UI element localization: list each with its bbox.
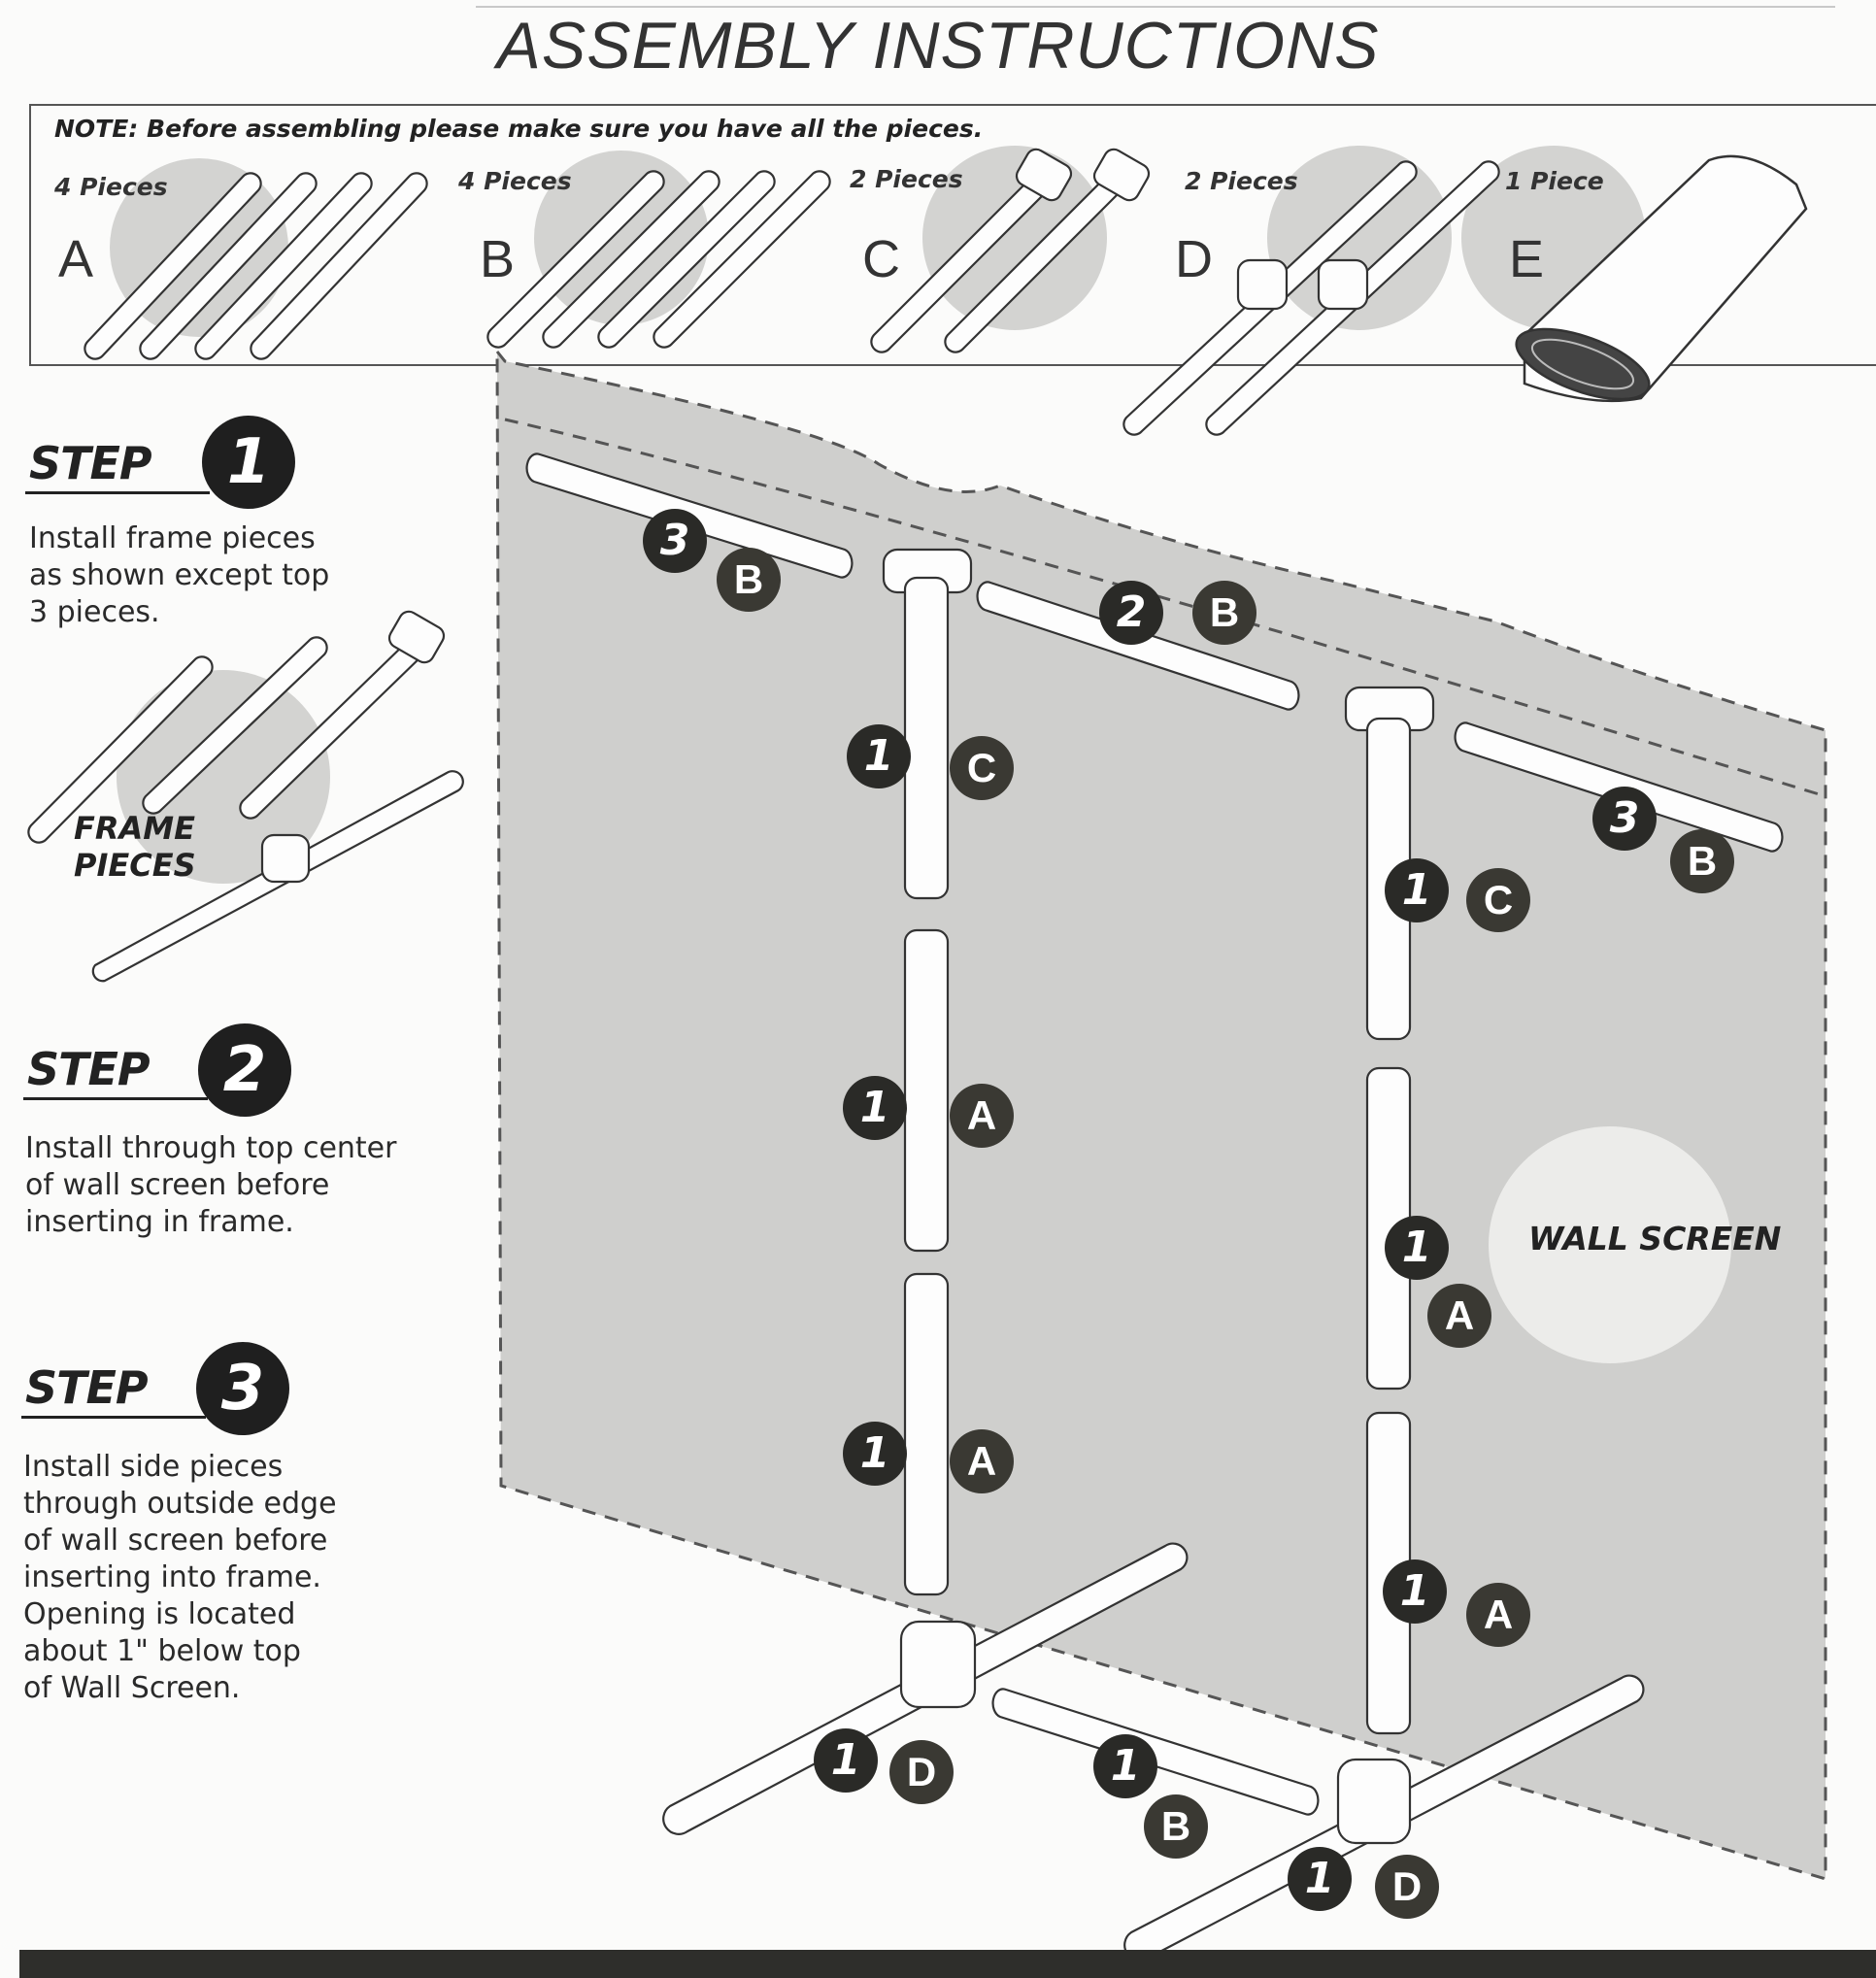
piece-letter-b: B — [480, 230, 516, 288]
piece-letter-e: E — [1509, 230, 1545, 288]
callout-part-badge: C — [1466, 868, 1530, 932]
piece-count-a: 4 Pieces — [54, 173, 168, 201]
callout-part-badge: A — [1466, 1583, 1530, 1647]
part-a-tubes — [84, 172, 428, 360]
callout-part-badge: A — [1427, 1284, 1491, 1348]
piece-count-d: 2 Pieces — [1185, 167, 1298, 195]
frame-left-column — [662, 548, 1189, 1835]
part-e-rolled-screen — [1515, 154, 1808, 403]
callout-step-badge: 1 — [1383, 1559, 1447, 1624]
callout-part-badge: A — [950, 1084, 1014, 1148]
wall-screen-label: WALL SCREEN — [1528, 1220, 1782, 1257]
bottom-bar — [19, 1950, 1876, 1978]
part-b-tubes — [486, 170, 831, 349]
step-2-heading: STEP — [27, 1043, 151, 1095]
callout-part-badge: B — [717, 548, 781, 612]
step-2-number: 2 — [198, 1023, 291, 1117]
piece-letter-c: C — [862, 230, 900, 288]
step-3-text: Install side pieces through outside edge… — [23, 1450, 337, 1705]
callout-step-badge: 1 — [1385, 858, 1449, 922]
callout-step-badge: 1 — [1385, 1216, 1449, 1280]
frame-pieces-mini — [27, 610, 464, 983]
callout-part-badge: D — [889, 1740, 954, 1804]
step-1-number: 1 — [202, 416, 295, 509]
step-3-underline — [21, 1416, 206, 1419]
top-rule — [476, 6, 1835, 8]
callout-step-badge: 3 — [1592, 787, 1657, 851]
callout-part-badge: B — [1670, 829, 1734, 893]
part-c-tee-tubes — [870, 148, 1151, 353]
wall-screen-top-edge — [504, 418, 1826, 798]
step-1-text: Install frame pieces as shown except top… — [29, 521, 330, 629]
callout-step-badge: 1 — [1288, 1847, 1352, 1911]
step-1-underline — [25, 491, 210, 494]
piece-count-c: 2 Pieces — [850, 165, 963, 193]
piece-letter-d: D — [1175, 230, 1213, 288]
callout-step-badge: 1 — [843, 1076, 907, 1140]
wall-screen-highlight — [1489, 1126, 1731, 1363]
callout-step-badge: 1 — [843, 1422, 907, 1486]
frame-bottom-tube — [991, 1688, 1320, 1816]
callout-part-badge: B — [1144, 1794, 1208, 1859]
piece-count-e: 1 Piece — [1505, 167, 1604, 195]
callout-part-badge: D — [1375, 1855, 1439, 1919]
piece-count-b: 4 Pieces — [458, 167, 572, 195]
callout-step-badge: 1 — [814, 1728, 878, 1793]
step-1-heading: STEP — [29, 437, 152, 489]
step-3-number: 3 — [196, 1342, 289, 1435]
frame-pieces-label: FRAME PIECES — [74, 810, 196, 884]
wall-screen-panel — [495, 347, 1827, 1882]
piece-letter-a: A — [58, 230, 94, 288]
callout-part-badge: A — [950, 1429, 1014, 1493]
callout-step-badge: 1 — [847, 724, 911, 788]
page-title: ASSEMBLY INSTRUCTIONS — [496, 9, 1380, 83]
callout-part-badge: C — [950, 736, 1014, 800]
callout-step-badge: 2 — [1099, 581, 1163, 645]
frame-pieces-blob — [117, 670, 330, 884]
step-2-text: Install through top center of wall scree… — [25, 1131, 397, 1239]
callout-step-badge: 3 — [643, 509, 707, 573]
step-2-underline — [23, 1097, 208, 1100]
parts-note: NOTE: Before assembling please make sure… — [54, 115, 984, 143]
parts-inventory-box — [29, 104, 1876, 366]
step-3-heading: STEP — [25, 1361, 149, 1414]
callout-part-badge: B — [1192, 581, 1256, 645]
part-d-cross-tubes — [1122, 160, 1500, 436]
callout-step-badge: 1 — [1093, 1734, 1157, 1798]
